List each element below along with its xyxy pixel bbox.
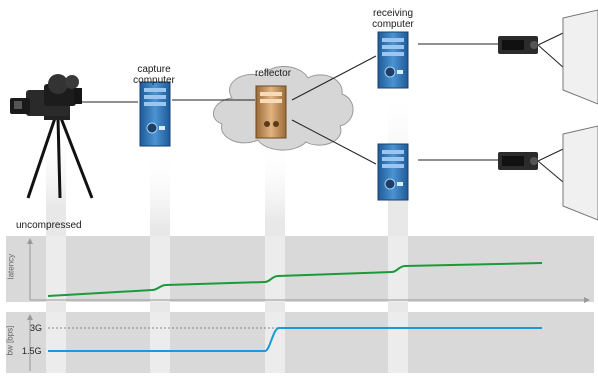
band-camera-panel (46, 312, 66, 373)
link-reflector-receiver1 (291, 55, 377, 101)
band-reflector-panel (265, 236, 285, 302)
computer-tower-icon (377, 143, 409, 201)
video-camera-icon (10, 74, 94, 199)
band-reflector-panel (265, 312, 285, 373)
bandwidth-panel-bg (6, 312, 594, 373)
reflector-label: reflector (254, 68, 292, 79)
computer-tower-icon (139, 81, 171, 147)
bw-tick-3g: 3G (30, 323, 43, 333)
link-reflector-receiver2 (291, 119, 377, 165)
bandwidth-panel (6, 312, 594, 373)
projector-icon (498, 152, 538, 170)
latency-x-arrow (584, 297, 590, 303)
bandwidth-axis-label: bw [bps] (5, 325, 15, 356)
latency-panel (6, 236, 594, 303)
capture-computer-label: capture computer (133, 64, 175, 86)
band-camera-panel (46, 236, 66, 302)
band-capture-panel (150, 312, 170, 373)
computer-tower-icon (377, 31, 409, 89)
latency-panel-bg (6, 236, 594, 302)
latency-axis-label: latency (6, 253, 16, 280)
latency-line (47, 262, 543, 297)
bw-y-arrow (27, 314, 33, 320)
bw-tick-1-5g: 1.5G (22, 346, 42, 356)
screen-icon (562, 125, 598, 221)
latency-y-arrow (27, 238, 33, 244)
band-capture-panel (150, 236, 170, 302)
band-receiving-panel (388, 312, 408, 373)
receiving-computer-label: receiving computer (372, 8, 414, 30)
projector-icon (498, 36, 538, 54)
screen-icon (562, 9, 598, 105)
uncompressed-label: uncompressed (16, 220, 82, 231)
computer-tower-icon (255, 85, 287, 139)
connections (80, 43, 498, 165)
bandwidth-line (48, 327, 542, 352)
